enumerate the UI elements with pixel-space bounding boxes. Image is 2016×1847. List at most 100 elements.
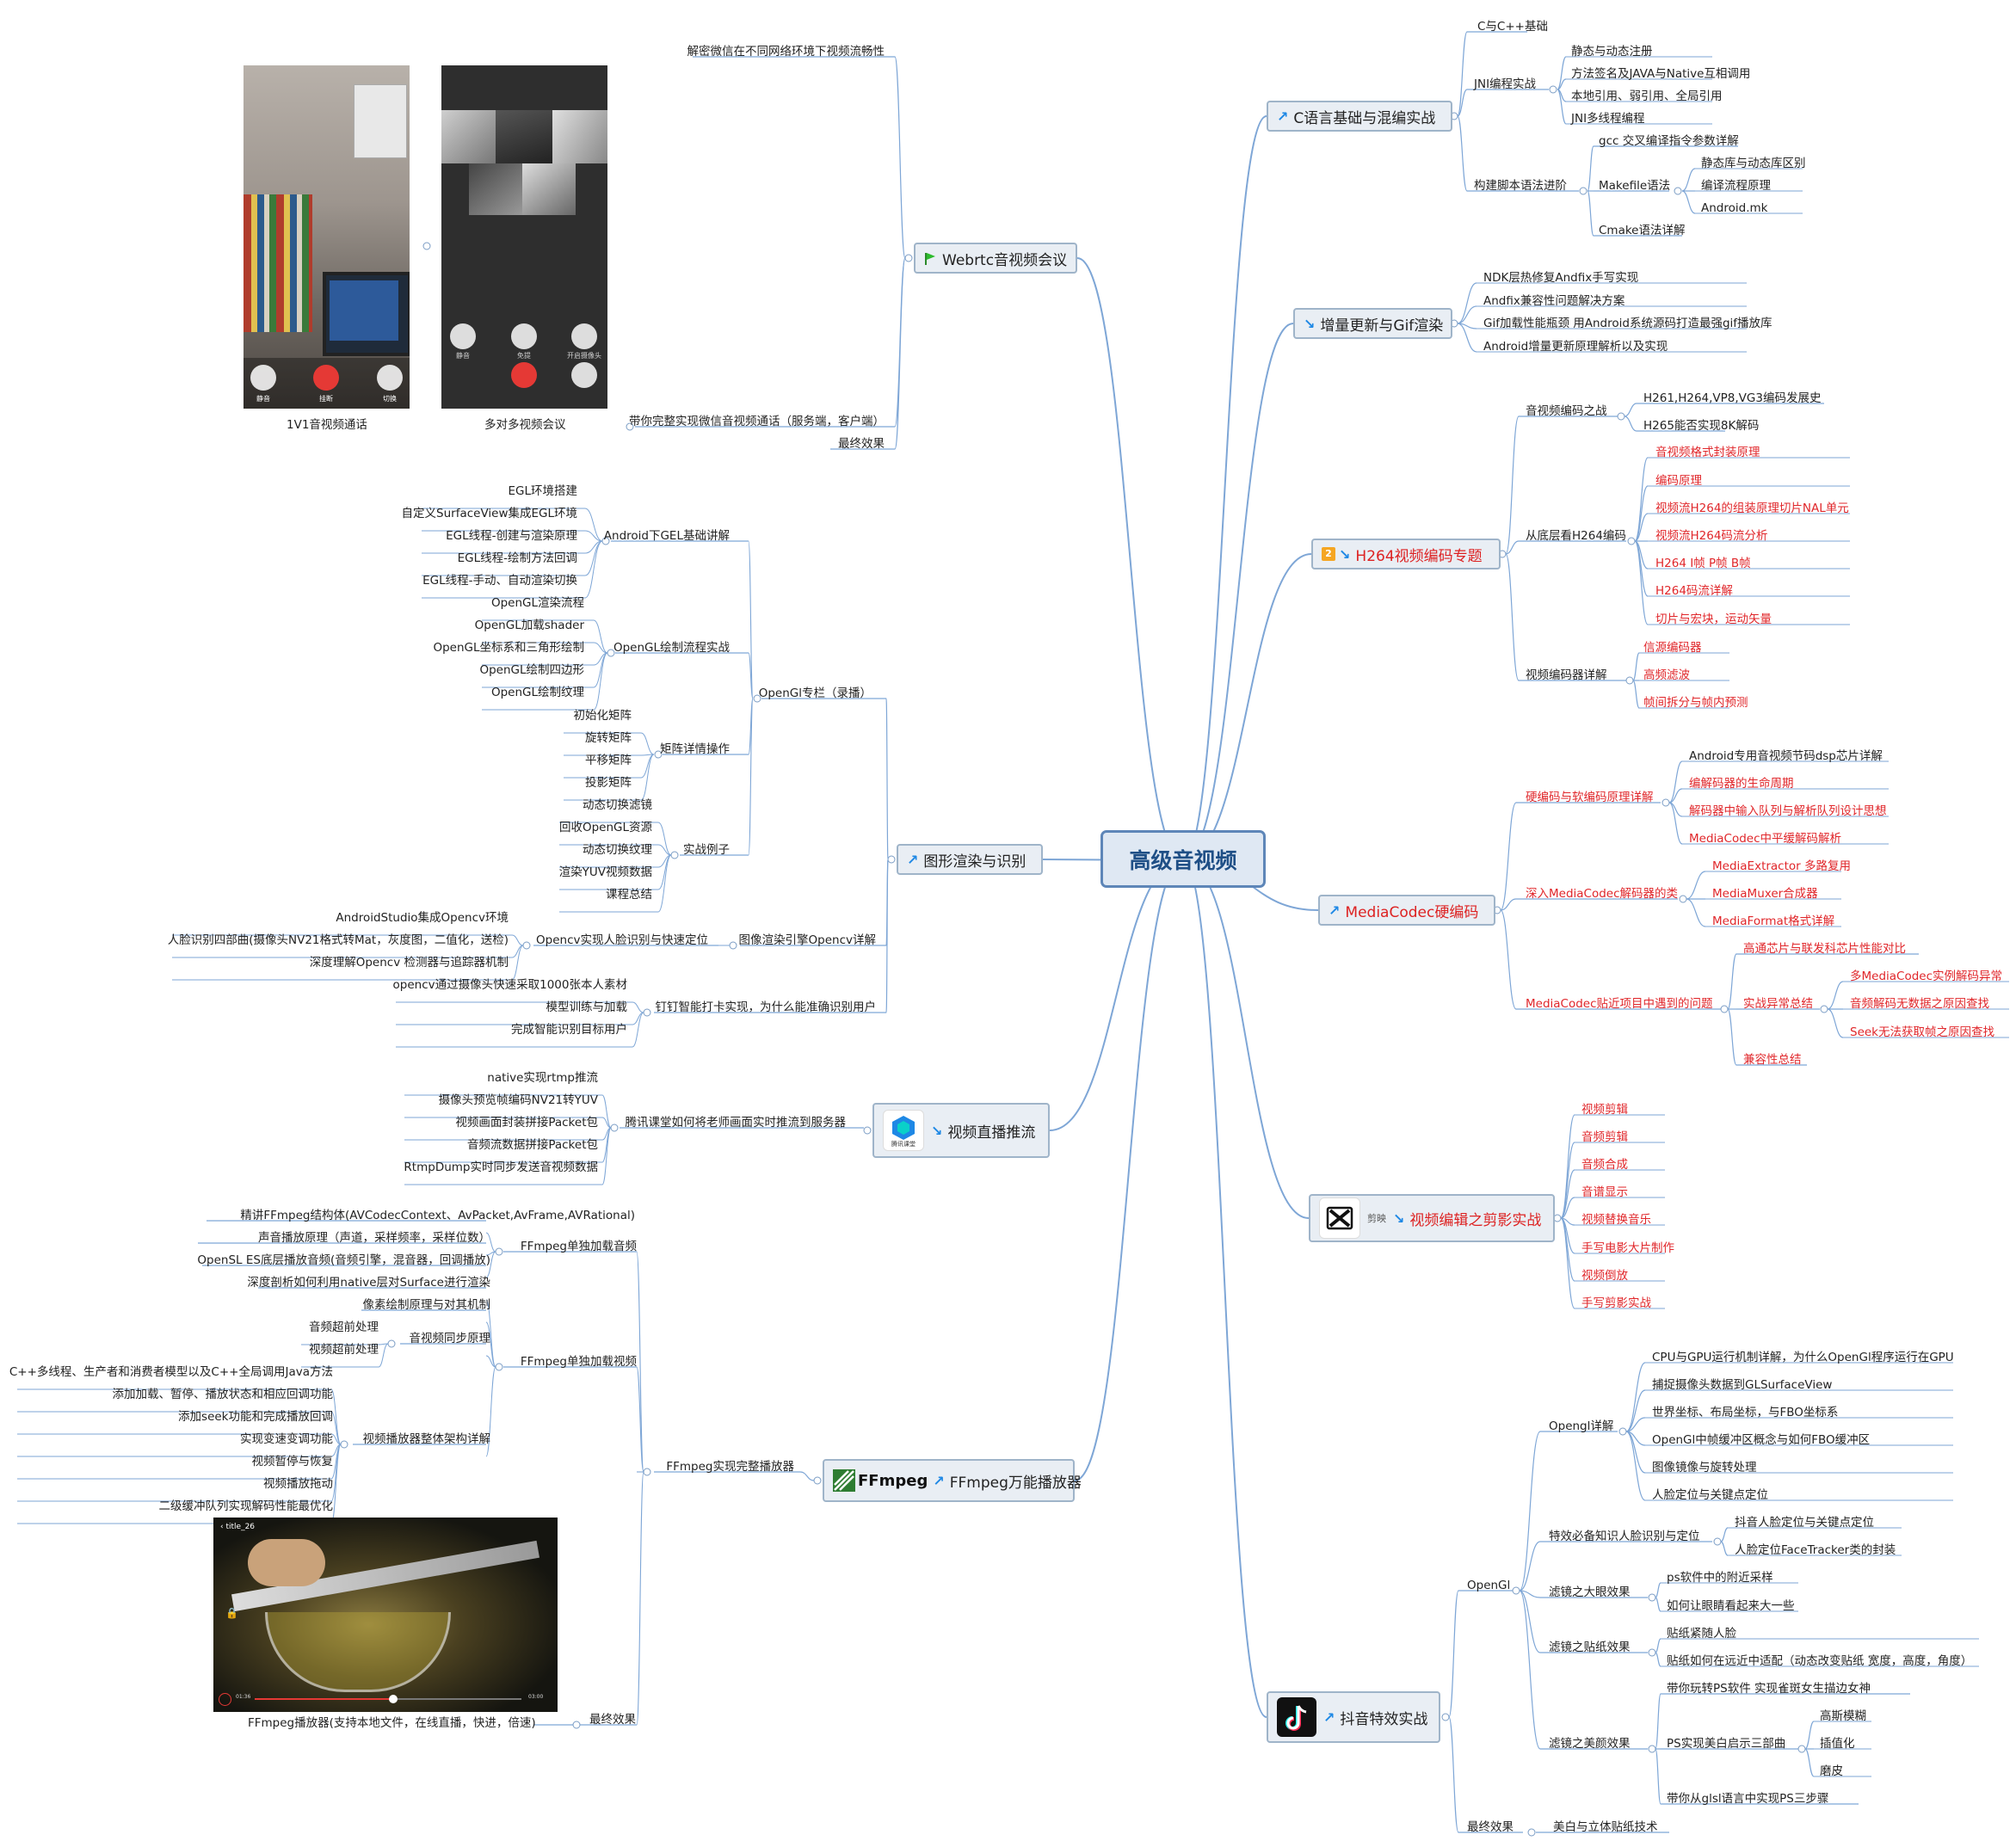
leaf: 手写电影大片制作 bbox=[1581, 1241, 1674, 1255]
leaf: 精讲FFmpeg结构体(AVCodecContext、AvPacket,AvFr… bbox=[240, 1209, 635, 1222]
leaf: 课程总结 bbox=[606, 888, 652, 902]
node-ffmpeg[interactable]: FFmpeg ↗ FFmpeg万能播放器 bbox=[823, 1459, 1082, 1502]
leaf: 帧间拆分与帧内预测 bbox=[1643, 696, 1748, 710]
douyin-logo-icon bbox=[1277, 1697, 1316, 1737]
leaf: 深度理解Opencv 检测器与追踪器机制 bbox=[309, 956, 509, 970]
node-h264[interactable]: 2 ↘ H264视频编码专题 bbox=[1311, 539, 1501, 569]
node-live[interactable]: 腾讯课堂 ↘ 视频直播推流 bbox=[872, 1103, 1050, 1158]
subnode: 矩阵详情操作 bbox=[660, 742, 730, 756]
node-mediacodec[interactable]: ↗ MediaCodec硬编码 bbox=[1318, 895, 1495, 926]
screenshot-1v1-call: 静音 挂断 切换 bbox=[244, 65, 410, 409]
node-label: 图形渲染与识别 bbox=[923, 853, 1026, 871]
speaker-button-icon bbox=[511, 323, 537, 349]
leaf: 模型训练与加载 bbox=[546, 1000, 628, 1014]
leaf: 视频流H264码流分析 bbox=[1655, 529, 1768, 543]
leaf: opencv通过摄像头快速采取1000张本人素材 bbox=[392, 978, 627, 992]
subnode: 钉钉智能打卡实现，为什么能准确识别用户 bbox=[655, 1000, 877, 1014]
leaf: 摄像头预览帧编码NV21转YUV bbox=[438, 1093, 598, 1107]
leaf: 实现变速变调功能 bbox=[240, 1432, 333, 1446]
leaf: 视频倒放 bbox=[1581, 1269, 1628, 1283]
leaf: 高斯模糊 bbox=[1820, 1709, 1866, 1723]
leaf: 带你从glsl语言中实现PS三步骤 bbox=[1667, 1792, 1829, 1806]
leaf: 深度剖析如何利用native层对Surface进行渲染 bbox=[247, 1276, 490, 1290]
leaf: 贴纸如何在远近中适配（动态改变贴纸 宽度，高度，角度） bbox=[1667, 1654, 1973, 1668]
node-label: Webrtc音视频会议 bbox=[942, 251, 1068, 269]
leaf: 视频超前处理 bbox=[309, 1343, 379, 1357]
leaf: H261,H264,VP8,VG3编码发展史 bbox=[1643, 391, 1822, 405]
lock-icon[interactable]: 🔒 bbox=[225, 1607, 238, 1619]
leaf: 人脸定位FaceTracker类的封装 bbox=[1735, 1543, 1896, 1557]
node-label: 视频编辑之剪影实战 bbox=[1409, 1211, 1542, 1229]
leaf: 音频流数据拼接Packet包 bbox=[466, 1138, 598, 1152]
root-node[interactable]: 高级音视频 bbox=[1100, 830, 1266, 888]
leaf: 音频剪辑 bbox=[1581, 1130, 1628, 1144]
leaf: 静态库与动态库区别 bbox=[1701, 157, 1806, 170]
green-flag-icon bbox=[924, 252, 937, 265]
node-render[interactable]: ↗ 图形渲染与识别 bbox=[897, 844, 1043, 875]
node-douyin[interactable]: ↗ 抖音特效实战 bbox=[1267, 1691, 1440, 1743]
subnode: 图像渲染引擎Opencv详解 bbox=[738, 933, 876, 947]
leaf: 如何让眼睛看起来大一些 bbox=[1667, 1599, 1795, 1613]
camera-button-icon bbox=[571, 323, 597, 349]
leaf: 方法签名及JAVA与Native互相调用 bbox=[1571, 67, 1751, 81]
ffmpeg-logo-text: FFmpeg bbox=[858, 1471, 928, 1490]
node-capcut[interactable]: 剪映 ↘ 视频编辑之剪影实战 bbox=[1309, 1194, 1555, 1242]
capcut-logo-icon bbox=[1319, 1197, 1360, 1239]
node-label: 视频直播推流 bbox=[947, 1124, 1036, 1142]
caption-group: 多对多视频会议 bbox=[484, 418, 566, 432]
leaf: 添加seek功能和完成播放回调 bbox=[178, 1410, 333, 1424]
leaf: EGL线程-手动、自动渲染切换 bbox=[422, 574, 577, 588]
leaf: 旋转矩阵 bbox=[585, 731, 632, 745]
node-gif[interactable]: ↘ 增量更新与Gif渲染 bbox=[1293, 308, 1452, 339]
leaf: 静态与动态注册 bbox=[1571, 45, 1653, 58]
subnode: OpenGl bbox=[1467, 1579, 1511, 1592]
arrow-icon: ↘ bbox=[1339, 545, 1351, 563]
btn-caption: 挂断 bbox=[319, 395, 333, 403]
subnode: 构建脚本语法进阶 bbox=[1474, 179, 1567, 193]
subnode: 音视频编码之战 bbox=[1526, 404, 1607, 418]
arrow-icon: ↗ bbox=[933, 1472, 945, 1489]
leaf: OpenGl中帧缓冲区概念与如何FBO缓冲区 bbox=[1652, 1433, 1871, 1447]
leaf: NDK层热修复Andfix手写实现 bbox=[1483, 271, 1639, 285]
leaf: Android专用音视频节码dsp芯片详解 bbox=[1689, 749, 1883, 763]
subnode: 特效必备知识人脸识别与定位 bbox=[1549, 1530, 1700, 1543]
arrow-icon: ↘ bbox=[1393, 1210, 1405, 1227]
play-pause-icon[interactable] bbox=[219, 1693, 231, 1706]
leaf: 图像镜像与旋转处理 bbox=[1652, 1461, 1757, 1475]
seek-handle[interactable] bbox=[389, 1695, 398, 1703]
leaf: 视频剪辑 bbox=[1581, 1103, 1628, 1117]
leaf: 编解码器的生命周期 bbox=[1689, 777, 1794, 791]
tencent-classroom-logo-icon: 腾讯课堂 bbox=[883, 1110, 924, 1151]
leaf: MediaCodec中平缓解码解析 bbox=[1689, 832, 1842, 846]
node-c-language[interactable]: ↗ C语言基础与混编实战 bbox=[1267, 101, 1452, 132]
leaf: 人脸定位与关键点定位 bbox=[1652, 1488, 1768, 1502]
leaf: 最终效果 bbox=[838, 437, 885, 451]
leaf: 信源编码器 bbox=[1643, 641, 1702, 655]
leaf: 编码原理 bbox=[1655, 474, 1702, 488]
node-label: FFmpeg万能播放器 bbox=[949, 1474, 1082, 1492]
leaf: 视频播放拖动 bbox=[263, 1477, 333, 1491]
leaf: 音频超前处理 bbox=[309, 1321, 379, 1334]
leaf: 音谱显示 bbox=[1581, 1185, 1628, 1199]
hangup-button-icon bbox=[313, 365, 339, 391]
arrow-icon: ↗ bbox=[1277, 108, 1289, 125]
leaf: 解密微信在不同网络环境下视频流畅性 bbox=[687, 45, 885, 58]
leaf: 回收OpenGL资源 bbox=[558, 821, 652, 834]
arrow-icon: ↗ bbox=[1329, 902, 1341, 919]
leaf: 磨皮 bbox=[1820, 1764, 1843, 1778]
ffmpeg-logo-icon: FFmpeg bbox=[833, 1469, 928, 1492]
node-label: 增量更新与Gif渲染 bbox=[1320, 317, 1444, 335]
seek-bar[interactable] bbox=[255, 1695, 521, 1703]
leaf: 美白与立体贴纸技术 bbox=[1553, 1820, 1658, 1834]
leaf: 插值化 bbox=[1820, 1737, 1855, 1751]
subnode: FFmpeg单独加载音频 bbox=[520, 1240, 637, 1253]
leaf: MediaMuxer合成器 bbox=[1712, 887, 1818, 901]
video-title: ‹ title_26 bbox=[220, 1523, 256, 1531]
leaf: 切片与宏块，运动矢量 bbox=[1655, 613, 1772, 626]
subnode: 最终效果 bbox=[589, 1713, 636, 1727]
leaf: 动态切换纹理 bbox=[583, 843, 652, 857]
node-webrtc[interactable]: Webrtc音视频会议 bbox=[914, 243, 1077, 274]
arrow-icon: ↗ bbox=[907, 851, 919, 868]
leaf: 初始化矩阵 bbox=[573, 709, 632, 723]
